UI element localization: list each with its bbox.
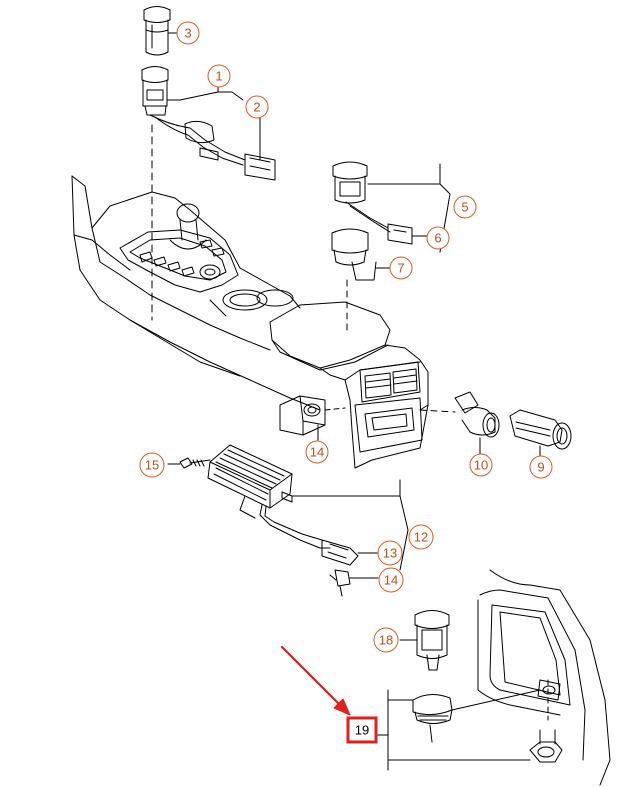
svg-text:7: 7: [397, 261, 404, 276]
svg-text:14: 14: [310, 445, 324, 460]
part-17-socket-housing: [279, 395, 346, 441]
svg-text:6: 6: [434, 231, 441, 246]
svg-text:12: 12: [414, 530, 428, 545]
callout-labels: 3 1 2 5 6 7 14 10: [139, 21, 553, 744]
callout-1[interactable]: 1: [207, 64, 231, 88]
indicator-arrow: [280, 645, 351, 716]
svg-text:1: 1: [215, 69, 222, 84]
trunk-side-panel: [477, 569, 611, 786]
part-12-control-unit: [167, 444, 409, 597]
callout-15[interactable]: 15: [139, 452, 165, 478]
callout-2[interactable]: 2: [245, 95, 269, 119]
svg-text:10: 10: [474, 458, 488, 473]
svg-text:18: 18: [379, 633, 393, 648]
callout-5[interactable]: 5: [453, 195, 477, 219]
callout-19-highlighted[interactable]: 19: [346, 716, 378, 744]
part-5-socket-with-harness: [332, 161, 451, 253]
svg-text:3: 3: [184, 26, 191, 41]
callout-18[interactable]: 18: [373, 627, 399, 653]
part-18-socket: [399, 610, 450, 671]
callout-13[interactable]: 13: [377, 540, 403, 566]
callout-3[interactable]: 3: [176, 21, 200, 45]
part-7-socket-cover: [331, 228, 391, 331]
part-9-socket-insert: [509, 409, 572, 459]
callout-7[interactable]: 7: [389, 256, 413, 280]
svg-text:9: 9: [537, 460, 544, 475]
part-19-socket-cap: [377, 689, 541, 771]
callout-14[interactable]: 14: [378, 567, 404, 593]
callout-12[interactable]: 12: [408, 524, 434, 550]
callout-14-text: 14: [384, 573, 398, 588]
callout-10[interactable]: 10: [469, 453, 493, 477]
svg-text:5: 5: [461, 200, 468, 215]
svg-text:19: 19: [355, 723, 369, 738]
center-console: [71, 175, 429, 469]
callout-9[interactable]: 9: [529, 455, 553, 479]
svg-text:2: 2: [253, 100, 260, 115]
part-10-socket-ring: [419, 391, 500, 456]
svg-text:13: 13: [383, 546, 397, 561]
svg-text:15: 15: [145, 458, 159, 473]
part-3-lighter-element: [143, 6, 179, 56]
callout-6[interactable]: 6: [426, 226, 450, 250]
callout-17[interactable]: 14: [305, 440, 329, 464]
